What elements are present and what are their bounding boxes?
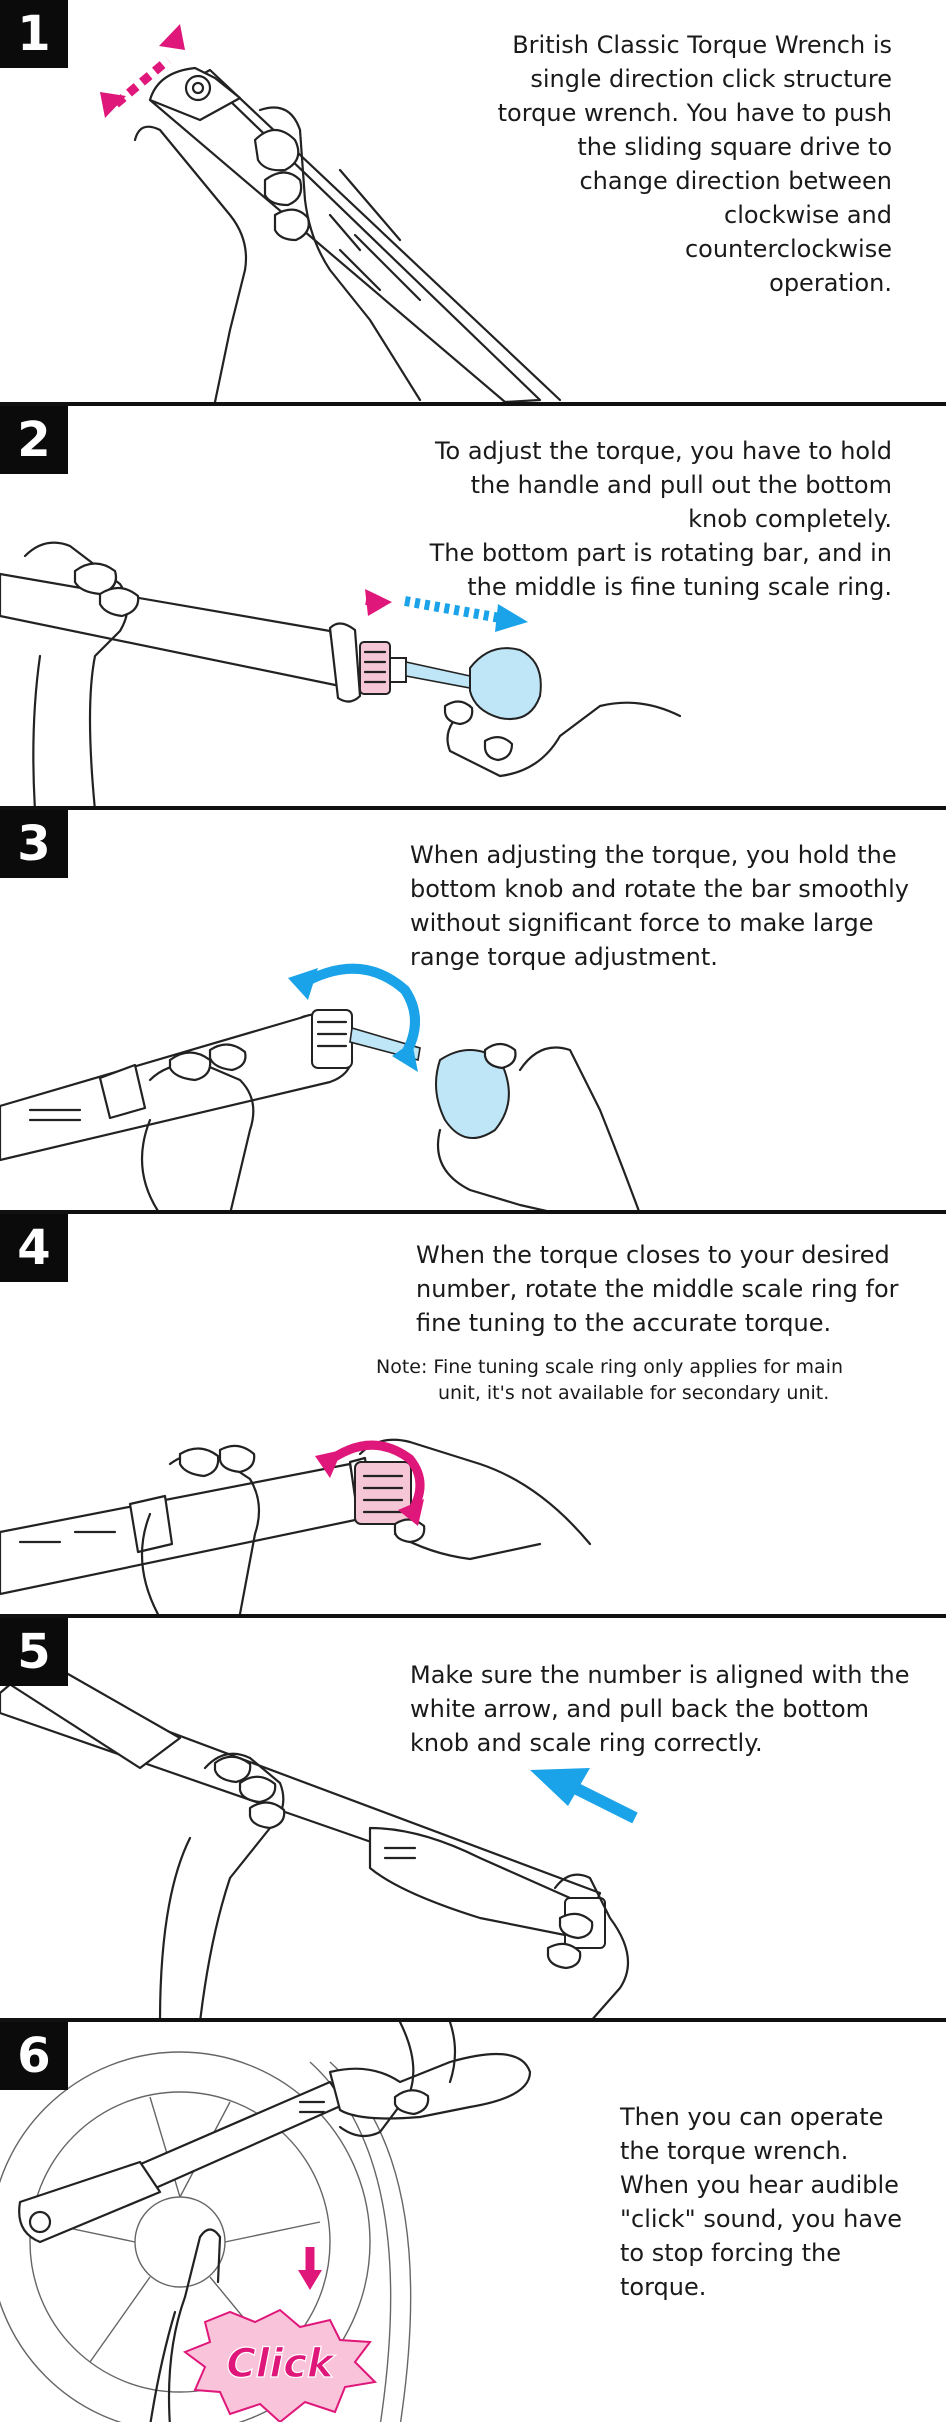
pull-arrow [365, 589, 528, 632]
text-line: the torque wrench. [620, 2137, 849, 2165]
step-3-panel: 3 When adjusting the torque, you hold th… [0, 806, 946, 1210]
click-burst: Click [182, 2308, 378, 2422]
double-arrow-magenta [100, 24, 185, 118]
text-line: The bottom part is rotating bar, and in [429, 539, 892, 567]
step-1-panel: 1 British Classic Torque Wrench is singl… [0, 0, 946, 402]
text-line: without significant force to make large [410, 909, 874, 937]
text-line: the middle is fine tuning scale ring. [467, 573, 892, 601]
text-line: torque. [620, 2273, 707, 2301]
text-line: torque wrench. You have to push [497, 99, 892, 127]
wrench-direction-illustration [100, 24, 562, 402]
step-number: 5 [0, 1618, 68, 1686]
text-line: When adjusting the torque, you hold the [410, 841, 897, 869]
step-4-note: Note: Fine tuning scale ring only applie… [376, 1354, 936, 1406]
text-line: change direction between [579, 167, 892, 195]
fine-tune-illustration [0, 1438, 592, 1614]
text-line: to stop forcing the [620, 2239, 841, 2267]
text-line: "click" sound, you have [620, 2205, 903, 2233]
step-number: 2 [0, 406, 68, 474]
step-6-text: Then you can operate the torque wrench. … [620, 2100, 940, 2304]
step-3-text: When adjusting the torque, you hold the … [410, 838, 930, 974]
step-4-text: When the torque closes to your desired n… [416, 1238, 936, 1340]
rotate-arrow-blue [288, 963, 420, 1072]
text-line: Make sure the number is aligned with the [410, 1661, 910, 1689]
text-line: bottom knob and rotate the bar smoothly [410, 875, 910, 903]
note-line: Note: Fine tuning scale ring only applie… [376, 1356, 844, 1378]
text-line: fine tuning to the accurate torque. [416, 1309, 832, 1337]
rotate-arrow-magenta [315, 1440, 425, 1526]
text-line: knob completely. [688, 505, 892, 533]
text-line: the handle and pull out the bottom [470, 471, 892, 499]
text-line: operation. [769, 269, 892, 297]
push-back-arrow-blue [530, 1768, 638, 1824]
text-line: When you hear audible [620, 2171, 899, 2199]
text-line: knob and scale ring correctly. [410, 1729, 763, 1757]
text-line: To adjust the torque, you have to hold [434, 437, 892, 465]
text-line: white arrow, and pull back the bottom [410, 1695, 870, 1723]
rotate-bar-illustration [0, 963, 640, 1210]
step-2-panel: 2 To adjust the torque, you have to hold… [0, 402, 946, 806]
note-line: unit, it's not available for secondary u… [438, 1382, 830, 1404]
text-line: Then you can operate [620, 2103, 884, 2131]
step-5-panel: 5 Make sure the number is aligned with t… [0, 1614, 946, 2018]
text-line: counterclockwise [684, 235, 892, 263]
text-line: number, rotate the middle scale ring for [416, 1275, 899, 1303]
step-2-text: To adjust the torque, you have to hold t… [332, 434, 892, 604]
text-line: range torque adjustment. [410, 943, 718, 971]
step-4-panel: 4 When the torque closes to your desired… [0, 1210, 946, 1614]
step-number: 4 [0, 1214, 68, 1282]
click-label: Click [226, 2341, 335, 2387]
step-1-text: British Classic Torque Wrench is single … [422, 28, 892, 300]
text-line: the sliding square drive to [577, 133, 892, 161]
step-5-text: Make sure the number is aligned with the… [410, 1658, 930, 1760]
step-number: 1 [0, 0, 68, 68]
click-operation-illustration: Click [0, 2022, 532, 2422]
step-number: 6 [0, 2022, 68, 2090]
text-line: British Classic Torque Wrench is [512, 31, 892, 59]
text-line: clockwise and [724, 201, 892, 229]
step-6-panel: Click 6 Then you can operate the torque … [0, 2018, 946, 2422]
step-number: 3 [0, 810, 68, 878]
text-line: single direction click structure [530, 65, 892, 93]
text-line: When the torque closes to your desired [416, 1241, 890, 1269]
pull-knob-illustration [0, 541, 682, 806]
